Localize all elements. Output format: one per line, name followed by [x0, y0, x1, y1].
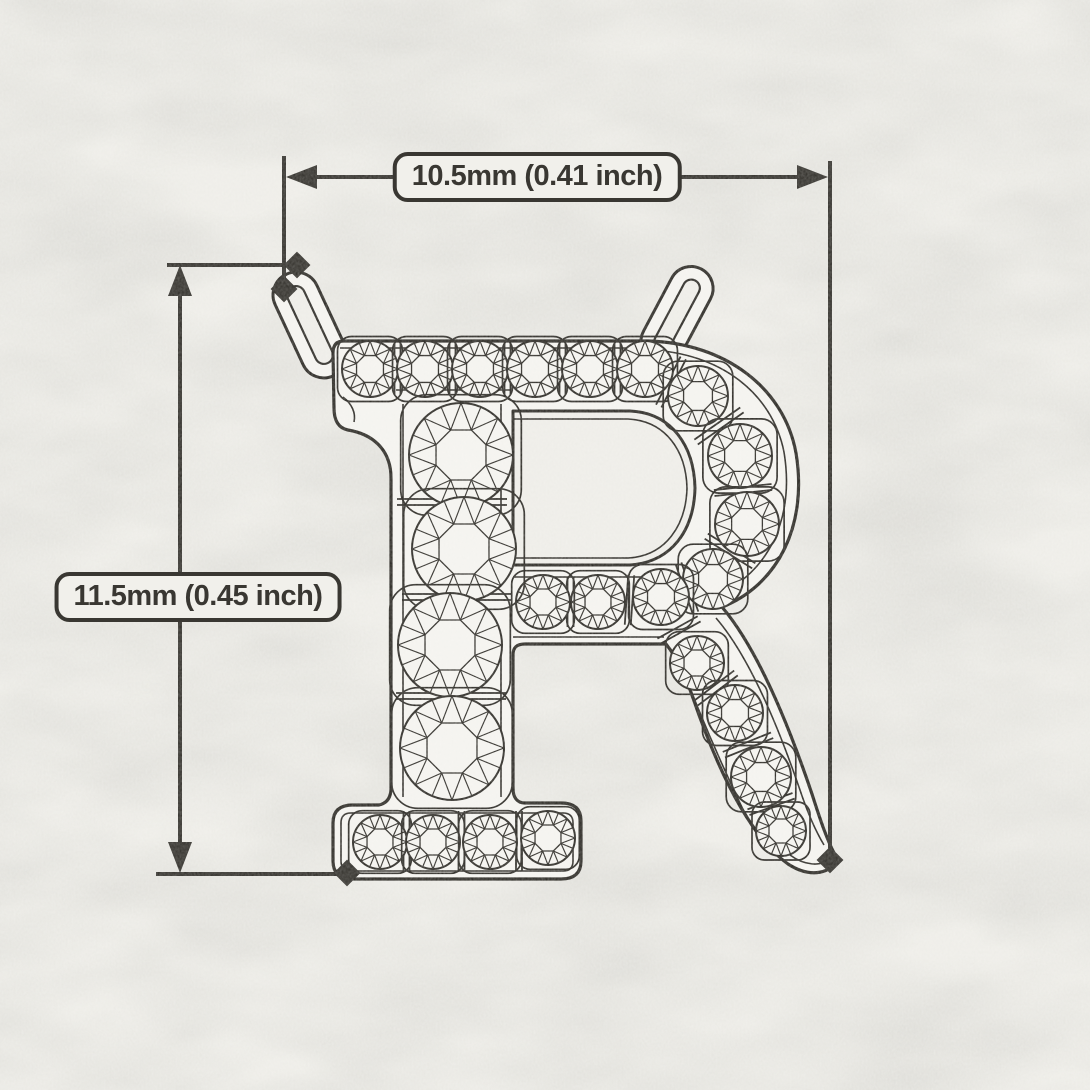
height-dimension-label: 11.5mm (0.45 inch): [54, 572, 342, 622]
width-dimension-label: 10.5mm (0.41 inch): [392, 152, 682, 202]
letter-counter: [511, 409, 697, 567]
